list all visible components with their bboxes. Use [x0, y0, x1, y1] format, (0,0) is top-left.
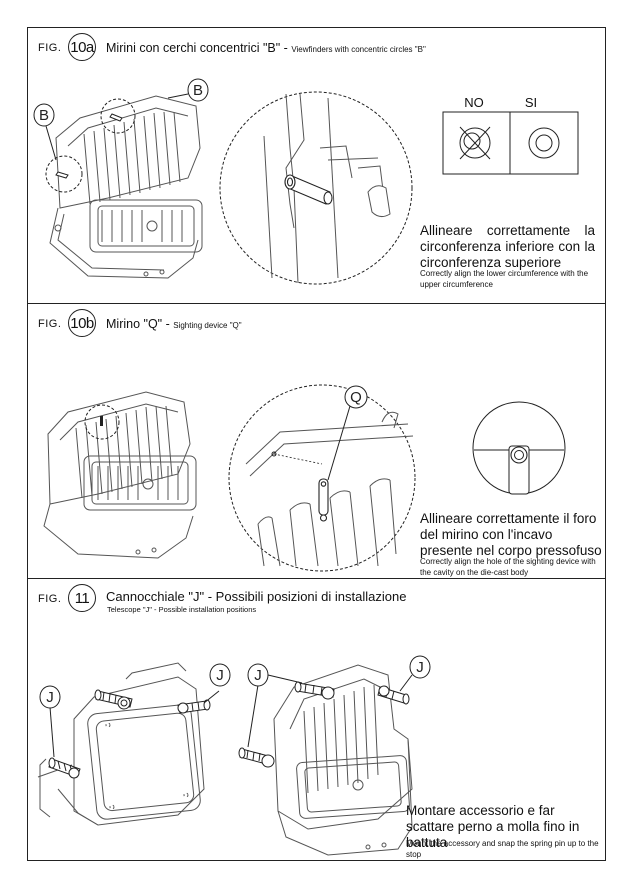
alignment-detail: [472, 401, 566, 495]
zoom-detail-sight: [228, 384, 416, 572]
svg-text:Q: Q: [350, 389, 362, 406]
fig-label: FIG.: [38, 593, 62, 605]
leader-lines: [49, 674, 413, 758]
svg-text:J: J: [46, 689, 54, 706]
telescope-j: [377, 685, 410, 705]
telescope-j: [177, 699, 211, 714]
fig-label: FIG.: [38, 42, 62, 54]
callout-b-left: B: [33, 103, 55, 127]
instruction-page: FIG. 10a Mirini con cerchi concentrici "…: [27, 27, 606, 861]
figure-number: 11: [68, 584, 96, 612]
zoom-detail-viewfinder: [219, 91, 413, 285]
leader-line: [167, 93, 189, 99]
telescope-j: [94, 689, 133, 710]
svg-text:J: J: [416, 659, 424, 676]
figure-title-it: Cannocchiale "J" - Possibili posizioni d…: [106, 589, 407, 604]
telescope-j: [294, 681, 335, 700]
floodlight-illustration: [43, 391, 197, 559]
instruction-it: Montare accessorio e far scattare perno …: [406, 803, 580, 850]
figure-10b-drawing: Q: [43, 384, 566, 572]
viewfinder-b: [284, 174, 333, 205]
detail-circle-top: [100, 98, 136, 134]
figure-title-en: Sighting device "Q": [173, 321, 242, 330]
figure-title-it: Mirini con cerchi concentrici "B" -: [106, 41, 288, 55]
figure-title-en: Telescope "J" - Possible installation po…: [107, 605, 257, 614]
fig-label: FIG.: [38, 318, 62, 330]
figure-11-drawing: J J J J: [37, 655, 431, 856]
telescope-j: [238, 747, 275, 768]
figure-10a-section: FIG. 10a Mirini con cerchi concentrici "…: [28, 28, 605, 303]
figure-number: 10b: [68, 309, 96, 337]
floodlight-front-view: [37, 662, 205, 826]
comparison-table: NO SI: [442, 95, 579, 175]
figure-title-it: Mirino "Q" -: [106, 317, 170, 331]
callout-j-1: J: [39, 685, 61, 709]
sighting-device-q: [318, 478, 329, 522]
figure-11-section: FIG. 11 Cannocchiale "J" - Possibili pos…: [28, 578, 605, 862]
telescope-j: [48, 757, 81, 779]
figure-10a-drawing: B B: [33, 78, 579, 285]
instruction-en: Correctly align the hole of the sighting…: [420, 557, 596, 577]
figure-number: 10a: [68, 33, 96, 61]
figure-title: Mirino "Q" - Sighting device "Q": [106, 317, 242, 331]
concentric-circles: [528, 127, 560, 159]
callout-q: Q: [344, 385, 368, 409]
svg-text:B: B: [193, 82, 203, 99]
callout-j-2: J: [209, 663, 231, 687]
detail-circle-side: [45, 155, 83, 193]
figure-10b-section: FIG. 10b Mirino "Q" - Sighting device "Q…: [28, 303, 605, 578]
instruction-it: Allineare correttamente il foro del miri…: [420, 511, 602, 558]
figure-title-en: Viewfinders with concentric circles "B": [291, 45, 426, 54]
callout-b-right: B: [187, 78, 209, 102]
instruction-it: Allineare correttamente la circonferenza…: [420, 223, 595, 270]
leader-line: [45, 125, 57, 161]
svg-text:J: J: [254, 667, 262, 684]
svg-text:B: B: [39, 107, 49, 124]
svg-text:J: J: [216, 667, 224, 684]
misaligned-circles: [459, 126, 491, 160]
figure-title: Mirini con cerchi concentrici "B" - View…: [106, 41, 426, 55]
leader-line: [327, 405, 351, 481]
instruction-en: Correctly align the lower circumference …: [420, 269, 589, 289]
viewfinder-mini-side: [55, 171, 69, 179]
callout-j-3: J: [247, 663, 269, 687]
instruction-en: Mount the accessory and snap the spring …: [406, 839, 599, 859]
detail-circle: [84, 404, 120, 440]
sight-mini: [100, 416, 103, 426]
label-no: NO: [464, 95, 484, 110]
viewfinder-mini-top: [109, 113, 123, 122]
callout-j-4: J: [409, 655, 431, 679]
label-si: SI: [525, 95, 537, 110]
floodlight-illustration: [49, 95, 203, 279]
